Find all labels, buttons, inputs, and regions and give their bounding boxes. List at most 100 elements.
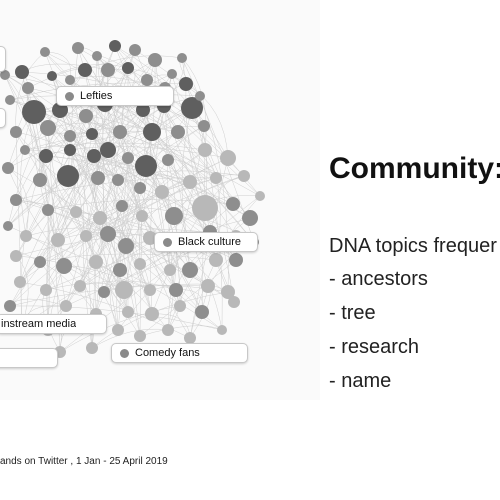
graph-edge (9, 49, 136, 307)
graph-node (0, 70, 10, 80)
graph-edge (57, 107, 193, 241)
graph-node (179, 77, 193, 91)
graph-edge (19, 157, 229, 283)
graph-node (198, 120, 210, 132)
graph-node (144, 284, 156, 296)
graph-edge (167, 217, 251, 331)
graph-node (162, 154, 174, 166)
label-text: Comedy fans (135, 347, 200, 359)
graph-node (141, 74, 153, 86)
graph-edge (7, 167, 29, 237)
graph-node (115, 281, 133, 299)
graph-node (2, 162, 14, 174)
graph-edge (39, 115, 87, 181)
graph-node (86, 342, 98, 354)
graph-node (10, 250, 22, 262)
topic-list: - ancestors - tree - research - name (329, 262, 428, 398)
graph-node (14, 276, 26, 288)
graph-node (64, 144, 76, 156)
graph-node (56, 258, 72, 274)
graph-edge (97, 59, 156, 179)
label-comedy-fans[interactable]: Comedy fans (111, 343, 248, 363)
graph-node (129, 44, 141, 56)
graph-node (70, 206, 82, 218)
graph-node (34, 256, 46, 268)
graph-node (195, 305, 209, 319)
graph-node (228, 296, 240, 308)
graph-node (182, 262, 198, 278)
graph-node (39, 149, 53, 163)
topic-item: - tree (329, 302, 376, 324)
label-clipped-top[interactable] (0, 46, 6, 72)
graph-edge (149, 237, 191, 339)
graph-node (3, 221, 13, 231)
graph-node (10, 194, 22, 206)
label-text: instream media (1, 318, 77, 330)
label-lefties[interactable]: Lefties (56, 86, 174, 106)
graph-node (113, 125, 127, 139)
graph-node (118, 238, 134, 254)
graph-node (52, 102, 68, 118)
graph-node (220, 150, 236, 166)
graph-node (10, 126, 22, 138)
graph-node (134, 330, 146, 342)
graph-node (238, 170, 250, 182)
graph-node (79, 109, 93, 123)
graph-edge (25, 103, 106, 237)
graph-node (174, 300, 186, 312)
graph-node (226, 197, 240, 211)
graph-node (42, 204, 54, 216)
graph-edge (9, 82, 187, 101)
graph-node (74, 280, 86, 292)
graph-node (148, 53, 162, 67)
graph-node (100, 226, 116, 242)
graph-edge (113, 67, 129, 181)
graph-node (116, 200, 128, 212)
graph-node (217, 325, 227, 335)
graph-node (93, 211, 107, 225)
graph-node (91, 171, 105, 185)
topic-item: - name (329, 370, 392, 392)
graph-node (122, 306, 134, 318)
label-black-culture[interactable]: Black culture (154, 232, 258, 252)
community-network-graph: Lefties Black culture instream media Com… (0, 40, 265, 368)
graph-edge (139, 325, 223, 337)
graph-node (162, 324, 174, 336)
network-graph-canvas (0, 40, 265, 358)
label-dot (163, 237, 172, 247)
graph-edge (84, 55, 183, 71)
label-unnamed[interactable] (0, 348, 58, 368)
graph-node (72, 42, 84, 54)
graph-node (47, 71, 57, 81)
graph-node (169, 283, 183, 297)
graph-edge (105, 157, 129, 235)
graph-node (164, 264, 176, 276)
graph-node (165, 207, 183, 225)
graph-edge (39, 49, 136, 181)
graph-edge (103, 181, 191, 293)
label-text: Black culture (178, 236, 241, 248)
graph-node (242, 210, 258, 226)
graph-edge (9, 157, 229, 307)
graph-edge (167, 159, 235, 303)
graph-node (78, 63, 92, 77)
graph-edge (57, 149, 109, 241)
graph-node (20, 230, 32, 242)
graph-node (134, 258, 146, 270)
graph-node (40, 47, 50, 57)
graph-node (195, 91, 205, 101)
graph-edge (21, 179, 119, 327)
graph-node (184, 332, 196, 344)
label-mainstream-media[interactable]: instream media (0, 314, 107, 334)
graph-node (113, 263, 127, 277)
graph-edge (104, 103, 141, 265)
graph-node (20, 145, 30, 155)
graph-node (135, 155, 157, 177)
label-clipped-middle[interactable] (0, 108, 6, 128)
graph-node (87, 149, 101, 163)
graph-edge (119, 269, 223, 331)
graph-node (33, 173, 47, 187)
graph-edge (7, 105, 165, 227)
graph-node (80, 230, 92, 242)
graph-node (255, 191, 265, 201)
